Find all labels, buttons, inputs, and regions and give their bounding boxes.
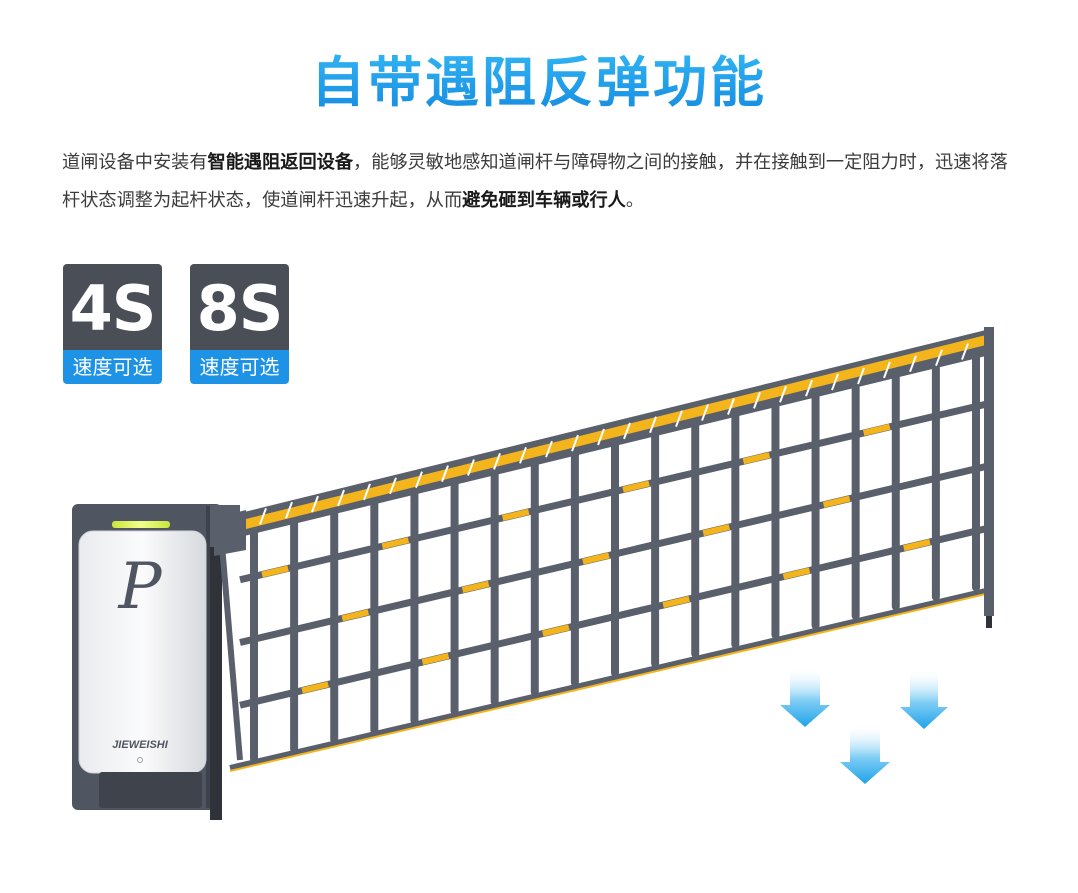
reflective-strip xyxy=(903,539,931,552)
reflective-strip xyxy=(822,495,851,508)
speed-value: 8S xyxy=(190,264,289,350)
band-marking xyxy=(389,477,397,495)
reflective-strip xyxy=(461,580,490,593)
reflective-strip xyxy=(261,565,289,578)
band-marking xyxy=(623,422,631,440)
reflective-strip xyxy=(782,567,811,580)
band-marking xyxy=(519,446,527,464)
description-text: 道闸设备中安装有 xyxy=(62,152,208,173)
description-text: 。 xyxy=(625,190,645,211)
speed-value: 4S xyxy=(63,264,162,350)
down-arrow-icon xyxy=(780,668,830,727)
reflective-strip xyxy=(381,537,410,550)
band-marking xyxy=(285,501,293,519)
band-marking xyxy=(961,343,969,360)
bottom-rail-strip xyxy=(229,592,991,772)
band-marking xyxy=(363,483,371,501)
reflective-strip xyxy=(542,624,570,637)
band-marking xyxy=(415,471,423,489)
band-marking xyxy=(701,404,709,421)
bottom-rail xyxy=(229,587,991,771)
lower-strut xyxy=(219,544,243,761)
band-marking xyxy=(545,440,553,458)
band-marking xyxy=(441,465,449,482)
down-arrow-icon xyxy=(900,670,948,729)
gate-cabinet: P JIEWEISHI xyxy=(72,504,240,820)
fence-boom xyxy=(214,327,994,772)
band-marking xyxy=(259,507,267,525)
boom-reflective-band xyxy=(246,335,986,529)
reflective-strip xyxy=(501,508,530,521)
speed-badge-8s: 8S 速度可选 xyxy=(190,264,289,384)
description-highlight: 智能遇阻返回设备 xyxy=(207,152,354,173)
feature-description: 道闸设备中安装有智能遇阻返回设备，能够灵敏地感知道闸杆与障碍物之间的接触，并在接… xyxy=(62,144,1022,220)
reflective-strip xyxy=(662,596,690,609)
band-marking xyxy=(493,453,501,470)
status-light xyxy=(112,521,170,528)
band-marking xyxy=(311,495,319,513)
description-text: ，能够灵敏地感知道闸杆与障碍物之间的接触，并在接触到一定阻力时，迅速将落杆状态调… xyxy=(62,152,1008,211)
band-marking xyxy=(857,367,865,385)
description-highlight: 避免砸到车辆或行人 xyxy=(462,190,626,211)
band-marking xyxy=(467,459,475,476)
fence-rail xyxy=(239,524,991,709)
band-marking xyxy=(727,398,735,415)
band-marking xyxy=(753,392,761,409)
reflective-strip xyxy=(301,681,329,694)
band-marking xyxy=(831,373,839,391)
page-title: 自带遇阻反弹功能 xyxy=(0,48,1078,118)
reflective-strip xyxy=(742,452,771,465)
band-marking xyxy=(883,361,891,379)
boom-pivot xyxy=(214,510,246,556)
band-marking xyxy=(675,410,683,428)
band-marking xyxy=(805,379,813,397)
reflective-strip xyxy=(622,480,650,493)
speed-badge-4s: 4S 速度可选 xyxy=(63,264,162,384)
reflective-strip xyxy=(421,652,450,665)
band-marking xyxy=(337,489,345,507)
reflective-strip xyxy=(582,552,610,565)
speed-label: 速度可选 xyxy=(190,350,289,384)
band-marking xyxy=(649,416,657,434)
band-marking xyxy=(571,434,579,452)
speed-label: 速度可选 xyxy=(63,350,162,384)
down-arrow-icon xyxy=(840,725,890,784)
reflective-strip xyxy=(862,423,891,436)
brand-logo: P xyxy=(117,550,162,624)
reflective-strip xyxy=(341,609,370,622)
band-marking xyxy=(909,355,917,373)
end-post xyxy=(984,327,994,616)
band-marking xyxy=(779,385,787,403)
band-marking xyxy=(935,349,943,367)
band-marking xyxy=(597,428,605,446)
brand-name: JIEWEISHI xyxy=(112,739,169,751)
reflective-strip xyxy=(702,524,731,537)
